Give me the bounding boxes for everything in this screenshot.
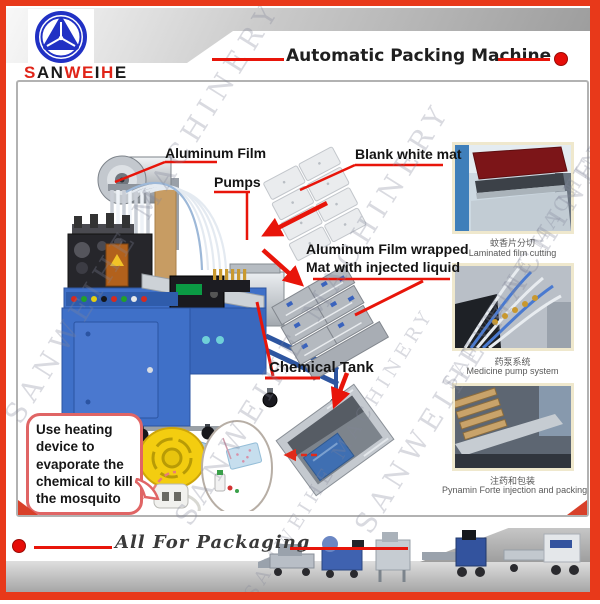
circle-triangle-logo-icon — [35, 11, 87, 63]
brand-letter: H — [101, 63, 115, 82]
brand-letter: W — [64, 63, 82, 82]
blank-mats-stack — [263, 146, 367, 261]
brand-logo — [28, 9, 94, 65]
brand-name: SANWEIHE — [24, 63, 128, 83]
title-rule-left — [212, 58, 284, 61]
photo-art-film-cutting — [455, 145, 571, 231]
bubble-tail — [135, 478, 160, 501]
red-dot-icon — [554, 52, 568, 66]
bubble-line: device to — [36, 439, 95, 455]
photo-medicine-pump-system — [452, 263, 574, 351]
photo-injection-and-packing — [452, 383, 574, 471]
label-pumps: Pumps — [214, 174, 261, 190]
photo-laminated-film-cutting — [452, 142, 574, 234]
wrapped-mats-stack — [271, 264, 390, 381]
label-wrapped-mat-line1: Aluminum Film wrapped — [306, 241, 469, 257]
title-rule-right — [498, 58, 550, 61]
photo3-caption-en: Pynamin Forte injection and packing — [442, 485, 588, 495]
red-dot-icon — [12, 539, 26, 553]
label-aluminum-film: Aluminum Film — [165, 145, 267, 161]
photo-art-injection-packing — [455, 386, 571, 468]
slogan-rule-left — [34, 546, 112, 549]
label-blank-white-mat: Blank white mat — [355, 146, 462, 162]
brand-letter: E — [114, 63, 128, 82]
label-wrapped-mat: Aluminum Film wrapped Mat with injected … — [306, 240, 469, 276]
red-connectors — [114, 160, 450, 500]
bubble-line: evaporate the — [36, 456, 124, 472]
bubble-line: the mosquito — [36, 491, 121, 507]
photo3-caption-zh: 注药和包装 — [489, 476, 535, 486]
photo2-caption-en: Medicine pump system — [466, 366, 559, 376]
brand-letter: N — [50, 63, 65, 82]
photo2-caption-zh: 药泵系统 — [494, 357, 531, 367]
page-title: Automatic Packing Machine — [286, 46, 552, 66]
diagram-panel: SANWEIHE MACHINERY SANWEIHE MACHINERY SA… — [0, 0, 600, 539]
bubble-line: Use heating — [36, 422, 113, 437]
foil-sachet — [275, 383, 395, 497]
machine-thumbnail — [503, 533, 581, 575]
brand-letter: I — [94, 63, 102, 82]
heating-note-bubble: Use heating device to evaporate the chem… — [26, 413, 160, 516]
slogan-rule-right — [290, 547, 408, 550]
photo1-caption-en: Laminated film cutting — [468, 248, 557, 258]
machine-thumbnail — [375, 532, 411, 582]
photo1-caption-zh: 蚊香片分切 — [489, 238, 535, 248]
brand-letter: E — [81, 63, 95, 82]
brand-letter: S — [24, 63, 37, 82]
label-wrapped-mat-line2: Mat with injected liquid — [306, 259, 460, 275]
finished-products-circle — [201, 420, 273, 511]
machine-thumbnail — [422, 530, 487, 577]
machine-thumbnail — [321, 536, 364, 578]
packing-machine-diagram-art — [61, 146, 450, 511]
label-chemical-tank: Chemical Tank — [269, 359, 374, 376]
footer-slogan: All For Packaging — [115, 532, 311, 553]
photo-art-pump-system — [455, 266, 571, 348]
brand-letter: A — [36, 63, 51, 82]
bubble-line: chemical to kill — [36, 473, 133, 489]
